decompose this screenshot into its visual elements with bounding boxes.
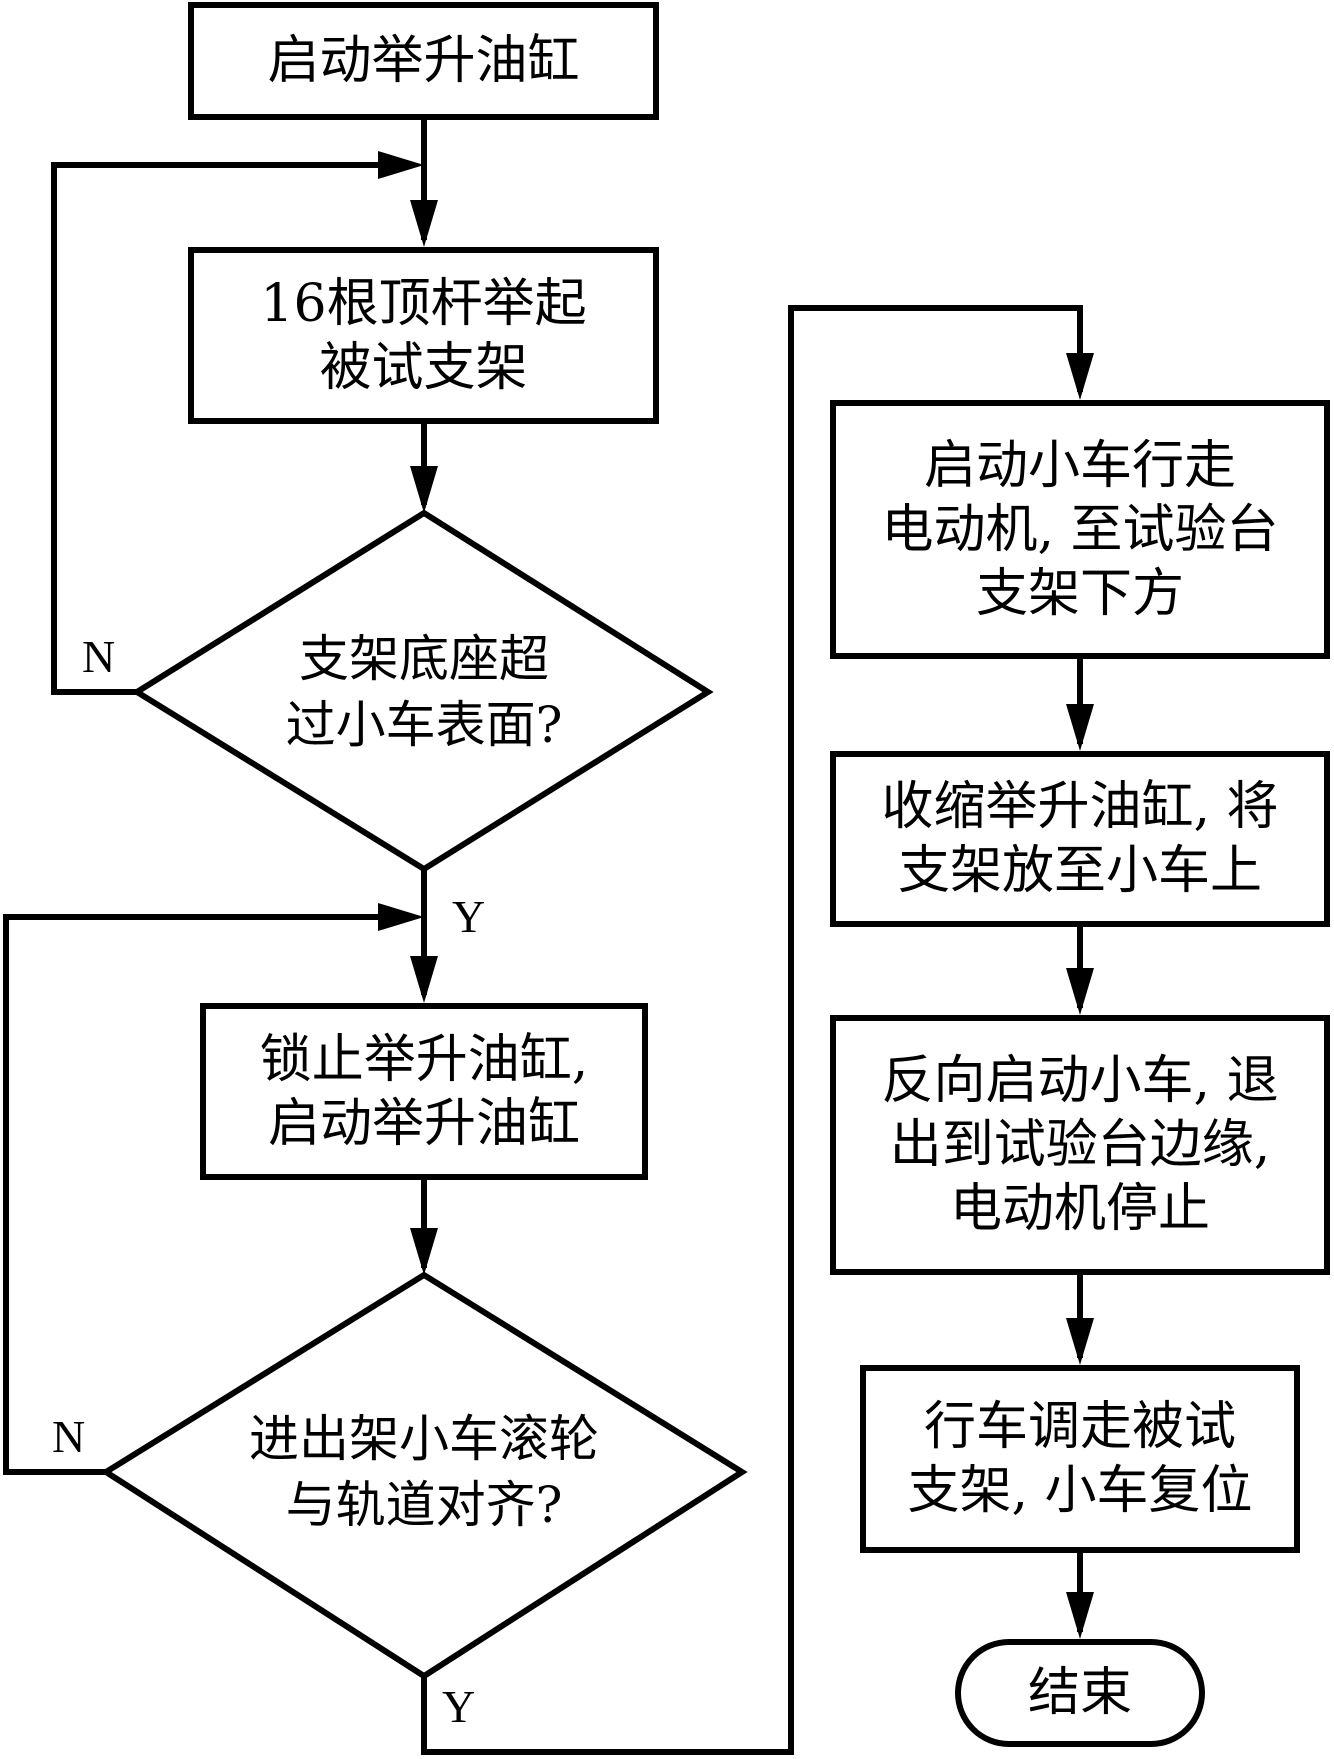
edge-check-align-no-loop: [3, 914, 410, 1475]
edge-check-align-yes: [421, 305, 1083, 1755]
process-start-cart: 启动小车行走 电动机, 至试验台 支架下方: [830, 400, 1330, 659]
node-text: 锁止举升油缸, 启动举升油缸: [259, 1029, 589, 1154]
process-raise-support: 16根顶杆举起 被试支架: [188, 247, 659, 424]
process-crane: 行车调走被试 支架, 小车复位: [860, 1365, 1300, 1553]
branch-label-yes: Y: [452, 891, 486, 942]
branch-label-no: N: [82, 631, 116, 682]
process-lock-cylinder: 锁止举升油缸, 启动举升油缸: [200, 1003, 648, 1180]
arrowhead-down-icon: [1066, 1592, 1094, 1639]
arrowhead-down-icon: [1066, 704, 1094, 751]
decision-check-align-shape: [100, 1271, 748, 1680]
node-text: 行车调走被试 支架, 小车复位: [907, 1397, 1253, 1521]
node-text: 结束: [1027, 1663, 1132, 1723]
arrowhead-down-icon: [410, 956, 438, 1003]
arrowhead-down-icon: [1066, 1318, 1094, 1365]
branch-label-no: N: [52, 1411, 86, 1462]
arrowhead-down-icon: [410, 1228, 438, 1275]
arrowhead-down-icon: [410, 200, 438, 247]
edge-check-base-no-loop: [51, 162, 410, 695]
node-text: 收缩举升油缸, 将 支架放至小车上: [881, 777, 1279, 901]
arrowhead-right-icon: [378, 151, 424, 179]
arrowhead-down-icon: [1066, 353, 1094, 400]
node-text: 16根顶杆举起 被试支架: [260, 273, 587, 398]
branch-label-yes: Y: [442, 1681, 476, 1732]
decision-check-base-shape: [131, 509, 714, 873]
node-text: 启动举升油缸: [267, 31, 580, 91]
terminator-end: 结束: [955, 1639, 1205, 1747]
arrowhead-right-icon: [378, 903, 424, 931]
arrowhead-down-icon: [1066, 968, 1094, 1015]
process-reverse: 反向启动小车, 退 出到试验台边缘, 电动机停止: [830, 1015, 1330, 1275]
node-text: 启动小车行走 电动机, 至试验台 支架下方: [881, 435, 1279, 624]
process-retract: 收缩举升油缸, 将 支架放至小车上: [830, 751, 1330, 927]
arrowhead-down-icon: [410, 466, 438, 513]
decision-check-base: 支架底座超 过小车表面?: [285, 630, 563, 754]
process-start-lift: 启动举升油缸: [188, 2, 659, 120]
decision-check-align: 进出架小车滚轮 与轨道对齐?: [249, 1410, 599, 1534]
node-text: 反向启动小车, 退 出到试验台边缘, 电动机停止: [881, 1051, 1279, 1239]
